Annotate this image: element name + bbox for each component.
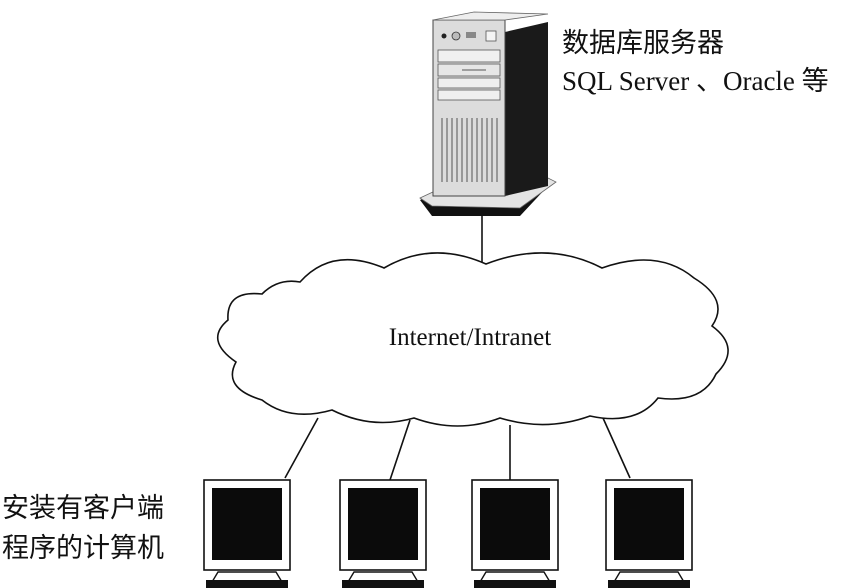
client-computer-3 [471, 479, 559, 588]
client-computer-1 [203, 479, 291, 588]
database-server-icon [419, 11, 557, 216]
client-label-line2: 程序的计算机 [2, 533, 164, 564]
network-cloud-icon [217, 252, 729, 427]
server-label-line1: 数据库服务器 [562, 28, 724, 59]
client-computer-4 [605, 479, 693, 588]
client-link-1 [284, 417, 319, 479]
client-computer-2 [339, 479, 427, 588]
connection-lines [284, 206, 631, 481]
network-label: Internet/Intranet [389, 324, 551, 351]
server-label-line2: SQL Server 、Oracle 等 [562, 66, 829, 96]
client-link-2 [389, 419, 411, 481]
client-label-line1: 安装有客户端 [2, 493, 164, 524]
client-link-4 [602, 417, 631, 479]
